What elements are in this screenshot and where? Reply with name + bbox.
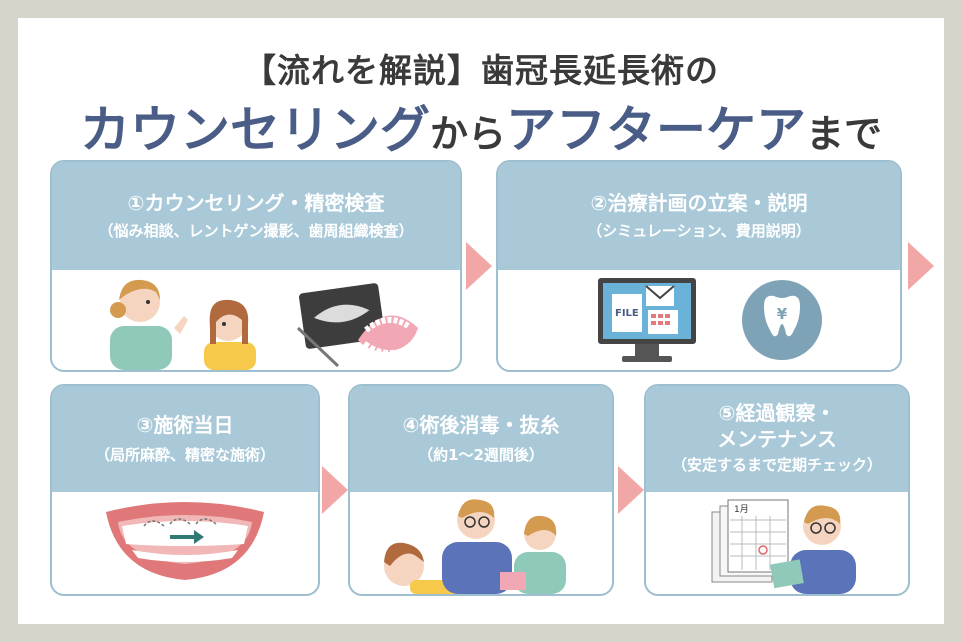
title-made: まで	[806, 112, 883, 156]
arrow-3	[322, 466, 348, 514]
title-line2: カウンセリングからアフターケアまで	[0, 90, 962, 162]
monitor-icon: FILE	[598, 278, 696, 362]
step-5-header: ⑤経過観察・ メンテナンス （安定するまで定期チェック）	[646, 386, 908, 492]
xray-icon	[296, 283, 385, 368]
step-2-card: ②治療計画の立案・説明 （シミュレーション、費用説明） FILE ¥	[496, 160, 902, 372]
calendar-month: 1月	[734, 504, 749, 515]
tooth-yen-icon: ¥	[742, 280, 822, 360]
step-2-subtitle: （シミュレーション、費用説明）	[587, 222, 811, 240]
step-3-header: ③施術当日 （局所麻酔、精密な施術）	[52, 386, 318, 492]
calendar-icon: 1月	[711, 499, 789, 583]
step-1-illustration	[52, 270, 460, 370]
step-3-subtitle: （局所麻酔、精密な施術）	[94, 446, 275, 464]
doctor-thinking-icon	[770, 505, 856, 594]
dentist-male-icon	[442, 499, 512, 594]
step-1-header: ①カウンセリング・精密検査 （悩み相談、レントゲン撮影、歯周組織検査）	[52, 162, 460, 270]
step-3-illustration	[52, 492, 318, 594]
step-5-subtitle: （安定するまで定期チェック）	[671, 456, 882, 474]
step-3-card: ③施術当日 （局所麻酔、精密な施術）	[50, 384, 320, 596]
patient-icon	[204, 299, 256, 370]
assistant-icon	[500, 515, 566, 594]
title-counseling: カウンセリング	[79, 101, 430, 159]
arrow-2	[908, 242, 934, 290]
step-2-title: ②治療計画の立案・説明	[590, 191, 808, 215]
arrow-1	[466, 242, 492, 290]
step-4-illustration	[350, 492, 612, 594]
title-aftercare: アフターケア	[506, 101, 806, 159]
step-1-subtitle: （悩み相談、レントゲン撮影、歯周組織検査）	[98, 222, 414, 240]
title-kara: から	[429, 112, 506, 156]
step-5-card: ⑤経過観察・ メンテナンス （安定するまで定期チェック） 1月	[644, 384, 910, 596]
step-5-title-line2: メンテナンス	[717, 427, 837, 451]
step-5-title-line1: ⑤経過観察・	[718, 401, 836, 425]
step-1-title: ①カウンセリング・精密検査	[127, 191, 385, 215]
denture-model-icon	[358, 315, 418, 357]
step-4-subtitle: （約1〜2週間後）	[418, 446, 544, 464]
step-5-illustration: 1月	[646, 492, 908, 594]
step-2-illustration: FILE ¥	[498, 270, 900, 370]
step-1-card: ①カウンセリング・精密検査 （悩み相談、レントゲン撮影、歯周組織検査）	[50, 160, 462, 372]
arrow-4	[618, 466, 644, 514]
step-4-header: ④術後消毒・抜糸 （約1〜2週間後）	[350, 386, 612, 492]
step-4-title: ④術後消毒・抜糸	[402, 413, 560, 437]
step-4-card: ④術後消毒・抜糸 （約1〜2週間後）	[348, 384, 614, 596]
step-3-title: ③施術当日	[136, 413, 234, 437]
file-label: FILE	[615, 308, 639, 319]
step-2-header: ②治療計画の立案・説明 （シミュレーション、費用説明）	[498, 162, 900, 270]
yen-symbol: ¥	[777, 305, 788, 323]
title-line1: 【流れを解説】歯冠長延長術の	[243, 51, 719, 90]
mouth-icon	[106, 502, 264, 580]
dentist-icon	[110, 279, 188, 370]
